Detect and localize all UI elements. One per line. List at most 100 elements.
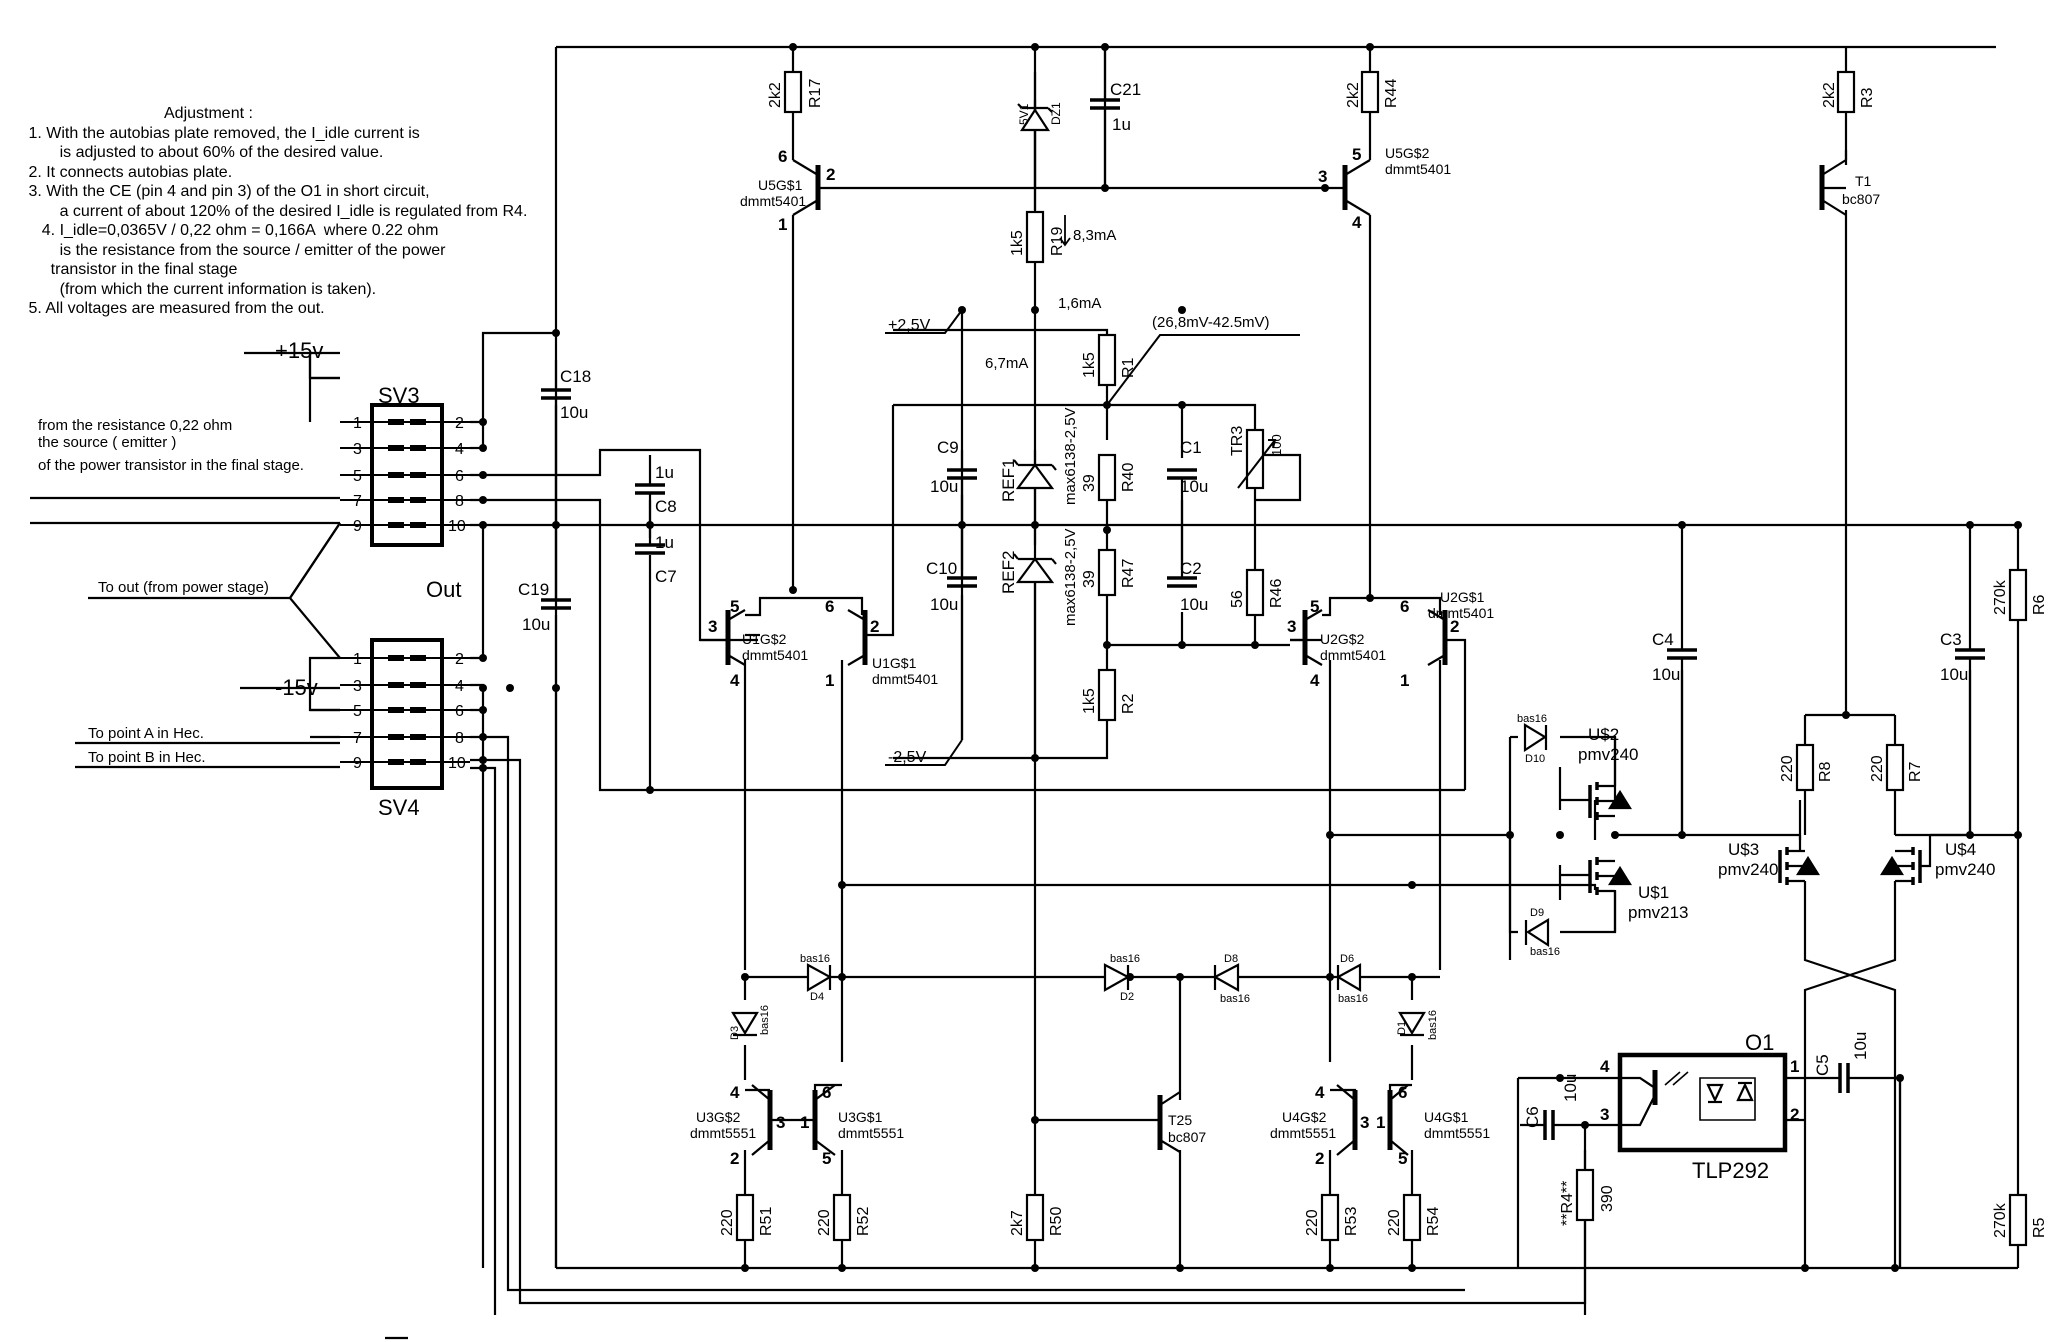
svg-text:D8: D8 — [1224, 953, 1238, 965]
svg-text:10u: 10u — [1180, 595, 1208, 614]
svg-text:1: 1 — [1376, 1113, 1385, 1132]
mosfets — [1560, 782, 1932, 895]
trimmer-tr3 — [1245, 428, 1265, 490]
svg-text:5: 5 — [730, 597, 739, 616]
svg-text:4: 4 — [1310, 671, 1320, 690]
svg-text:D1: D1 — [1396, 1021, 1408, 1035]
resistor-r2 — [1097, 668, 1117, 722]
svg-text:56: 56 — [1229, 590, 1246, 608]
svg-text:U$3: U$3 — [1728, 840, 1759, 859]
svg-text:C21: C21 — [1110, 80, 1141, 99]
bjt-pin-numbers: 6 2 1 5 3 4 5 3 4 6 2 1 5 3 4 6 2 1 4 3 … — [708, 145, 1459, 1168]
svg-text:220: 220 — [1304, 1209, 1321, 1236]
svg-text:220: 220 — [1779, 755, 1796, 782]
svg-text:4: 4 — [730, 671, 740, 690]
ref1-part: max6138-2,5V — [1062, 407, 1079, 505]
svg-text:10u: 10u — [1652, 665, 1680, 684]
svg-text:1: 1 — [800, 1113, 809, 1132]
svg-text:39: 39 — [1081, 570, 1098, 588]
svg-text:D6: D6 — [1340, 953, 1354, 965]
note-line: 1. With the autobias plate removed, the … — [24, 124, 420, 142]
svg-text:pmv240: pmv240 — [1578, 745, 1638, 764]
note-line: 5. All voltages are measured from the ou… — [24, 300, 325, 317]
svg-text:D4: D4 — [810, 991, 824, 1003]
svg-text:D10: D10 — [1525, 753, 1545, 765]
resistor-r40 — [1097, 453, 1117, 502]
svg-text:D9: D9 — [1530, 907, 1544, 919]
resistor-r7 — [1885, 743, 1905, 792]
svg-text:U4G$1: U4G$1 — [1424, 1109, 1469, 1125]
svg-text:6: 6 — [1400, 597, 1409, 616]
diode-labels: bas16 D4 D3 bas16 bas16 D2 D8 bas16 D6 b… — [729, 713, 1560, 1040]
voltage-pointer — [1106, 334, 1300, 406]
svg-text:10u: 10u — [522, 615, 550, 634]
wire-label-to-out: To out (from power stage) — [98, 579, 269, 596]
svg-text:dmmt5551: dmmt5551 — [690, 1125, 756, 1141]
note-line: (from which the current information is t… — [24, 280, 377, 298]
svg-text:dmmt5551: dmmt5551 — [1424, 1125, 1490, 1141]
pin-label: 9 — [353, 755, 362, 772]
resistor-r54 — [1402, 1193, 1422, 1242]
pin-label: 6 — [455, 468, 464, 485]
svg-text:R8: R8 — [1817, 761, 1834, 782]
svg-text:R5: R5 — [2031, 1217, 2048, 1238]
svg-text:1u: 1u — [655, 463, 674, 482]
svg-text:C9: C9 — [937, 438, 959, 457]
svg-text:U1G$1: U1G$1 — [872, 655, 917, 671]
svg-text:R3: R3 — [1859, 87, 1876, 108]
svg-text:R53: R53 — [1343, 1207, 1360, 1236]
svg-text:U2G$1: U2G$1 — [1440, 589, 1485, 605]
svg-text:3: 3 — [776, 1113, 785, 1132]
resistor-r19 — [1025, 210, 1045, 264]
capacitor-labels: C21 1u C18 10u C19 10u 1u C8 1u C7 C9 10… — [518, 80, 1968, 1128]
svg-text:2: 2 — [1315, 1149, 1324, 1168]
svg-text:C10: C10 — [926, 559, 957, 578]
pin-label: 10 — [448, 755, 466, 772]
resistor-r5 — [2008, 1193, 2028, 1247]
note-line: a current of about 120% of the desired I… — [24, 202, 528, 220]
voltage-range: (26,8mV-42.5mV) — [1152, 314, 1270, 331]
note-line: is adjusted to about 60% of the desired … — [24, 144, 384, 161]
svg-text:pmv240: pmv240 — [1718, 860, 1778, 879]
current-r19: 8,3mA — [1073, 227, 1116, 244]
svg-text:dmmt5401: dmmt5401 — [872, 671, 938, 687]
svg-text:4: 4 — [1315, 1083, 1325, 1102]
svg-text:R47: R47 — [1120, 559, 1137, 588]
svg-text:390: 390 — [1599, 1185, 1616, 1212]
note-line: 3. With the CE (pin 4 and pin 3) of the … — [24, 183, 430, 200]
pin-label: 3 — [353, 441, 362, 458]
svg-text:U5G$2: U5G$2 — [1385, 145, 1430, 161]
svg-text:bas16: bas16 — [1517, 713, 1547, 725]
svg-text:5: 5 — [822, 1149, 831, 1168]
mosfet-labels: U$2 pmv240 U$1 pmv213 U$3 pmv240 U$4 pmv… — [1578, 725, 1995, 922]
svg-text:1k5: 1k5 — [1009, 230, 1026, 256]
svg-text:2k2: 2k2 — [767, 82, 784, 108]
svg-text:10u: 10u — [560, 403, 588, 422]
wire-label-power-transistor: of the power transistor in the final sta… — [38, 457, 304, 474]
svg-text:4: 4 — [1352, 213, 1362, 232]
resistor-r52 — [832, 1193, 852, 1242]
svg-text:U3G$1: U3G$1 — [838, 1109, 883, 1125]
svg-text:R40: R40 — [1120, 463, 1137, 492]
svg-text:3: 3 — [1287, 617, 1296, 636]
wire-label-resistance: from the resistance 0,22 ohm — [38, 417, 232, 434]
note-line: transistor in the final stage — [24, 261, 238, 278]
svg-text:R50: R50 — [1048, 1207, 1065, 1236]
svg-text:dmmt5401: dmmt5401 — [742, 647, 808, 663]
dz1-value: 5V1 — [1017, 103, 1031, 125]
svg-text:R44: R44 — [1383, 79, 1400, 108]
svg-text:pmv240: pmv240 — [1935, 860, 1995, 879]
resistor-r3 — [1836, 70, 1856, 114]
svg-text:2: 2 — [870, 617, 879, 636]
current-r1: 1,6mA — [1058, 295, 1101, 312]
resistor-r17 — [783, 70, 803, 114]
svg-text:pmv213: pmv213 — [1628, 903, 1688, 922]
pin-label: 8 — [455, 493, 464, 510]
svg-text:2k2: 2k2 — [1345, 82, 1362, 108]
svg-text:bas16: bas16 — [1220, 993, 1250, 1005]
svg-text:1: 1 — [1790, 1057, 1799, 1076]
svg-text:R54: R54 — [1425, 1207, 1442, 1236]
svg-text:TR3: TR3 — [1229, 426, 1246, 456]
pin-label: 2 — [455, 651, 464, 668]
